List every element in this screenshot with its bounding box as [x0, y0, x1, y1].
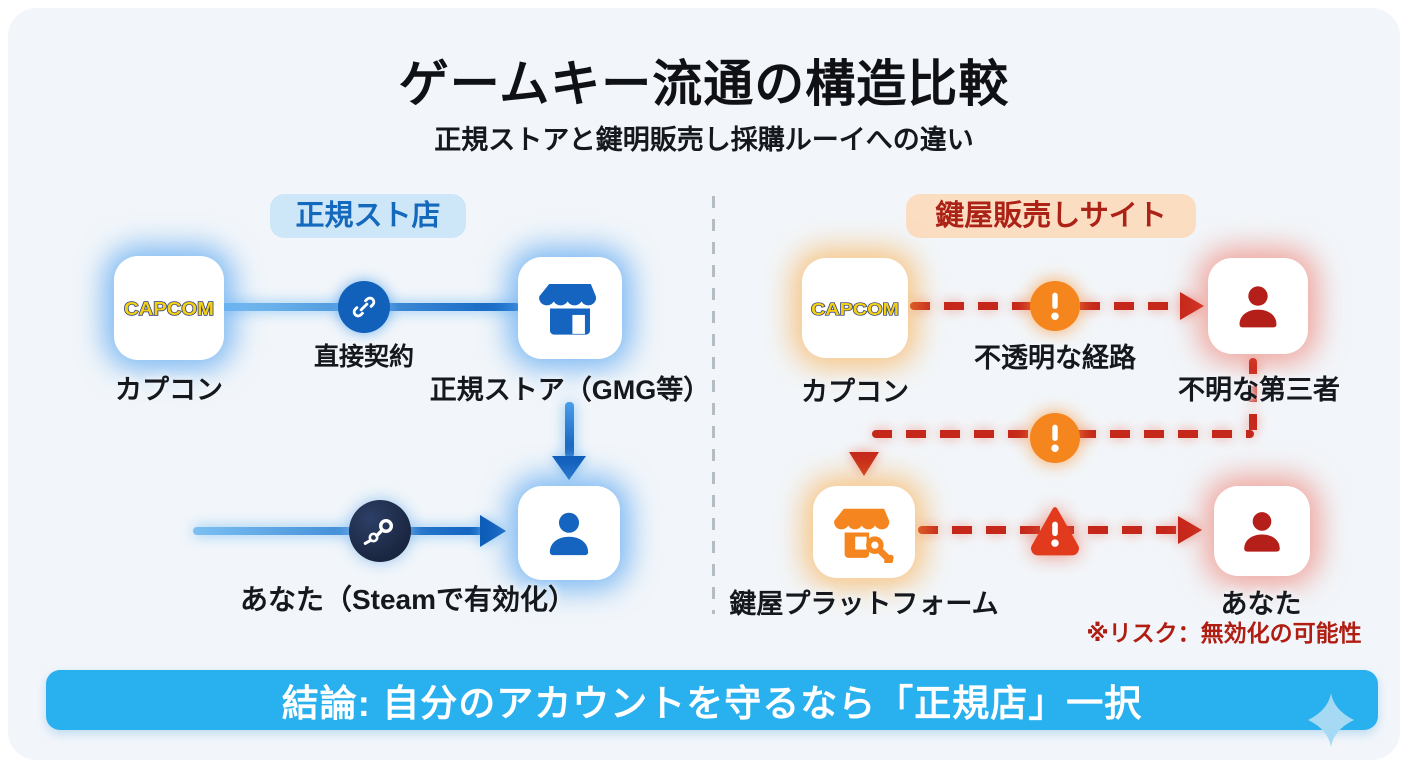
- warning-circle-icon: [1030, 281, 1080, 331]
- page-subtitle: 正規ストアと鍵明販売し採購ルーイへの違い: [434, 125, 974, 155]
- opaque-route-label: 不透明な経路: [974, 343, 1136, 373]
- store-to-user-line: [565, 402, 574, 458]
- third-party-label: 不明な第三者: [1178, 375, 1340, 405]
- steam-activation-arrowhead: [480, 515, 506, 547]
- third-party-down-line: [1249, 358, 1257, 434]
- official-store-node: [518, 257, 622, 359]
- official-store-label: 正規ストア（GMG等）: [429, 375, 711, 405]
- warning-circle-icon: [1030, 413, 1080, 463]
- opaque-route-arrowhead: [1180, 292, 1204, 320]
- risk-note: ※リスク：無効化の可能性: [1086, 620, 1362, 646]
- capcom-label-official: カプコン: [115, 375, 223, 405]
- direct-contract-label: 直接契約: [313, 343, 415, 371]
- capcom-node-keyshop: CAPCOM: [802, 258, 908, 358]
- comparison-card: ゲームキー流通の構造比較 正規ストアと鍵明販売し採購ルーイへの違い 正規スト店 …: [8, 8, 1400, 760]
- link-icon: [338, 281, 390, 333]
- person-icon-blue: [549, 512, 589, 556]
- keyshop-to-user-arrowhead: [1178, 516, 1202, 544]
- keyshop-platform-node: [813, 486, 915, 578]
- store-to-user-arrowhead: [552, 456, 586, 480]
- section-badge-official: 正規スト店: [270, 194, 466, 238]
- sparkle-icon: [1308, 692, 1354, 753]
- third-party-node: [1208, 258, 1308, 354]
- svg-text:CAPCOM: CAPCOM: [124, 299, 214, 319]
- section-badge-keyshop: 鍵屋販売しサイト: [906, 194, 1196, 238]
- svg-text:CAPCOM: CAPCOM: [811, 299, 899, 319]
- storefront-key-icon: [834, 508, 894, 563]
- official-user-node: [518, 486, 620, 580]
- section-divider: [712, 196, 715, 614]
- capcom-node-official: CAPCOM: [114, 256, 224, 360]
- official-user-label: あなた（Steamで有効化）: [239, 584, 577, 615]
- capcom-logo: CAPCOM: [123, 298, 214, 319]
- resale-route-arrowhead: [849, 452, 879, 476]
- capcom-label-keyshop: カプコン: [801, 377, 909, 407]
- keyshop-user-label: あなた: [1220, 589, 1302, 619]
- capcom-logo: CAPCOM: [810, 298, 899, 319]
- keyshop-platform-label: 鍵屋プラットフォーム: [729, 589, 999, 619]
- page-title: ゲームキー流通の構造比較: [398, 56, 1010, 112]
- warning-triangle-icon: [1027, 502, 1083, 563]
- steam-icon: [349, 500, 411, 562]
- conclusion-banner: 結論: 自分のアカウントを守るなら「正規店」一択: [46, 670, 1378, 730]
- conclusion-text: 結論: 自分のアカウントを守るなら「正規店」一択: [281, 683, 1143, 724]
- keyshop-user-node: [1214, 486, 1310, 576]
- person-icon-red: [1244, 512, 1280, 552]
- storefront-icon: [539, 284, 597, 335]
- steam-activation-line: [193, 527, 483, 535]
- person-icon-red: [1239, 286, 1277, 328]
